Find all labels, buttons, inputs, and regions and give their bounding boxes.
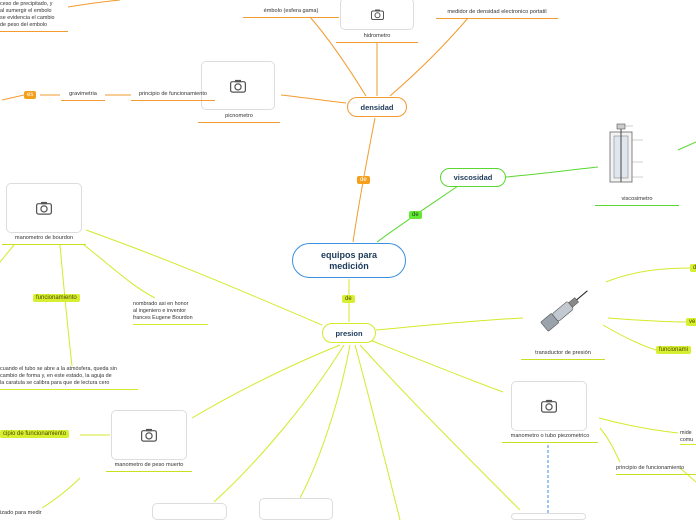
central-node[interactable]: equipos para medición [292, 243, 406, 278]
camera-icon [141, 428, 157, 442]
connector-es-left [1, 94, 25, 101]
picnometro-label: picnometro [198, 113, 280, 123]
connector-piezo-principio [599, 427, 621, 463]
connector-bourdon-left [0, 244, 15, 263]
gravimetria-label: gravimetria [61, 91, 105, 101]
es-tag: es [24, 91, 37, 99]
peso-muerto-photo[interactable] [111, 410, 187, 460]
connector-pressure-bottom4 [359, 344, 521, 511]
connector-principio-zado [41, 477, 81, 509]
hidrometro-label: hidrometro [336, 33, 418, 43]
peso-muerto-label: manometro de peso muerto [106, 462, 192, 472]
picnometro-photo[interactable] [201, 61, 275, 110]
bottom-photo-2[interactable] [259, 498, 333, 520]
connector-pressure-piezometrico [369, 339, 504, 393]
bottom-photo-3[interactable] [511, 513, 586, 520]
bourdon-photo[interactable] [6, 183, 82, 233]
viscosimetro-label: viscosimetro [595, 196, 679, 206]
medidor-label: medidor de densidad electronico portatil [436, 9, 558, 19]
right-tag-ve: ve [686, 318, 696, 326]
connector-pressure-bottom2 [299, 344, 351, 499]
connector-viscosimetro-right [677, 141, 696, 151]
connector-viscosity-viscosimetro [505, 166, 599, 178]
funcionamiento-tag: funcionamiento [33, 294, 80, 302]
principio-density-label: principio de funcionamiento [131, 91, 215, 101]
principio-right-label: principio de funcionamiento [616, 465, 696, 475]
connector-transductor-d [605, 267, 691, 283]
camera-icon [230, 79, 246, 93]
connector-density-medidor [389, 17, 469, 97]
mide-note: mide comu [680, 430, 696, 446]
bottom-photo-1[interactable] [152, 503, 227, 520]
piezometrico-photo[interactable] [511, 381, 587, 431]
connector-bourdon-cuando [59, 244, 73, 367]
camera-icon [36, 201, 52, 215]
embolo-label: émbolo (esfera gama) [243, 8, 339, 18]
de-viscosity-tag: de [409, 211, 422, 219]
connector-pressure-pesomuerto [191, 344, 341, 419]
right-tag-funcionami: funcionami [656, 346, 692, 354]
de-density-tag: de [357, 176, 370, 184]
piezometrico-label: manometro o tubo piezometrico [502, 433, 598, 443]
camera-icon [370, 9, 384, 20]
connector-density-embolo [309, 16, 367, 97]
connector-pressure-bottom1 [213, 344, 345, 503]
connector-pressure-transductor [375, 317, 524, 331]
transductor-label: transductor de presión [521, 350, 605, 360]
connector-principio-right [679, 467, 696, 483]
connector-central-density [352, 117, 376, 243]
connector-top-left [67, 0, 121, 8]
viscosity-node[interactable]: viscosidad [440, 168, 506, 187]
cuando-note: cuando el tubo se abre a la atmósfera, q… [0, 366, 138, 391]
principio-left-tag: cipio de funcionamiento [0, 430, 70, 438]
right-tag-d: d [690, 264, 696, 272]
bourdon-label: manometro de bourdon [2, 235, 86, 245]
connector-bourdon-nombrado [83, 244, 156, 299]
camera-icon [541, 399, 557, 413]
density-node[interactable]: densidad [347, 97, 407, 117]
transductor-image [528, 280, 598, 340]
pressure-node[interactable]: presion [322, 323, 376, 343]
connector-transductor-funcionami [602, 324, 657, 351]
connector-pressure-bourdon [85, 229, 323, 326]
connector-pressure-bottom3 [354, 344, 401, 520]
connector-density-picnometro [280, 94, 347, 104]
viscosimetro-diagram [598, 122, 678, 192]
top-left-note: ceso de precipitado, y al sumergir el em… [0, 1, 68, 33]
hidrometro-photo[interactable] [340, 0, 414, 30]
connector-piezo-mide [598, 417, 679, 434]
nombrado-note: nombrado asi en honor al ingeniero e inv… [133, 301, 208, 326]
connector-transductor-ve [607, 317, 687, 323]
de-pressure-tag: de [342, 295, 355, 303]
zado-note: izado para medir [0, 510, 42, 516]
